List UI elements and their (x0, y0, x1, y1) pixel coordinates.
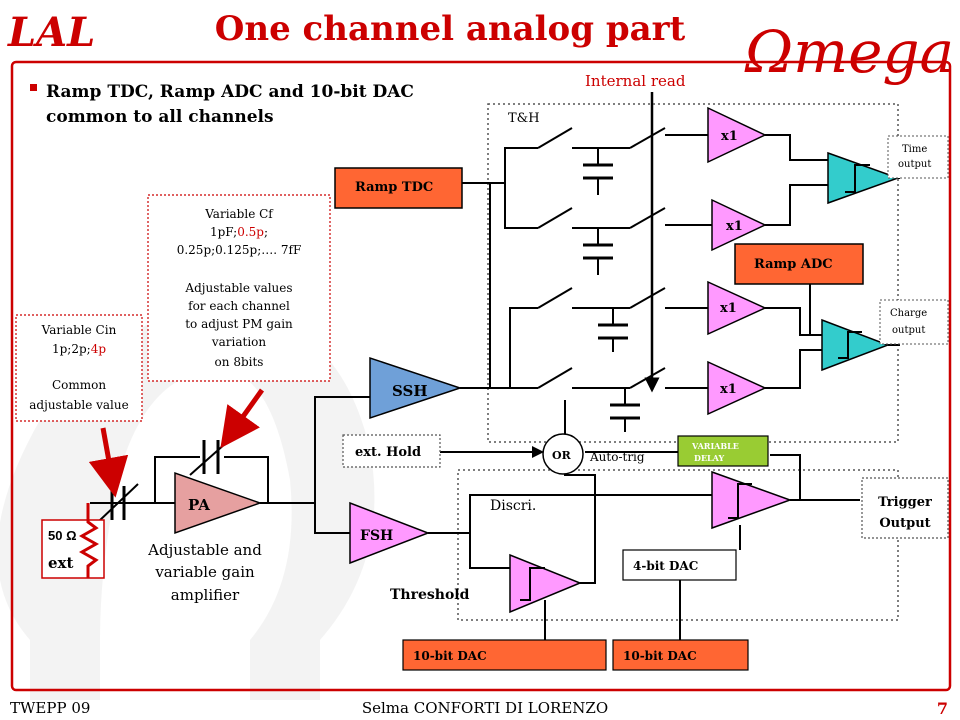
cf-line-4: Adjustable values (184, 281, 292, 295)
trigger-output-box (861, 477, 949, 539)
fsh-label: FSH (360, 528, 393, 544)
x1-label-2: x1 (726, 219, 743, 234)
time-output-label-1: Time (902, 144, 927, 155)
th-label: T&H (508, 111, 540, 126)
x1-label-3: x1 (720, 301, 737, 316)
amp-caption-1: Adjustable and (147, 541, 262, 559)
x1-label-4: x1 (720, 382, 737, 397)
lower-discriminator (509, 553, 582, 614)
x1-buffers (707, 106, 767, 416)
page-number: 7 (937, 699, 948, 718)
cf-line-8: on 8bits (215, 355, 264, 369)
ramp-tdc-block (334, 167, 463, 209)
dac-10bit-block-b (612, 639, 749, 671)
cin-line-3: Common (52, 378, 106, 392)
cin-line-1: Variable Cin (41, 323, 117, 337)
ssh-block (369, 356, 463, 420)
variable-delay-label-1: VARIABLE (691, 441, 739, 451)
lal-logo: LAL (7, 9, 95, 56)
x1-label-1: x1 (721, 129, 738, 144)
discri-label: Discri. (490, 498, 536, 514)
cin-info-box (15, 314, 143, 422)
pa-label: PA (188, 496, 210, 514)
variable-delay-label-2: DELAY (694, 453, 724, 463)
ext-hold-box (342, 434, 441, 468)
auto-trig-label: Auto-trig (589, 450, 645, 464)
ext-hold-label: ext. Hold (355, 445, 421, 460)
footer-left: TWEPP 09 (10, 699, 90, 717)
dac-10bit-label-b: 10-bit DAC (623, 649, 697, 663)
cin-line-2: 1p;2p;4p (52, 342, 106, 356)
cf-line-5: for each channel (188, 299, 290, 313)
ramp-tdc-label: Ramp TDC (355, 180, 433, 195)
dac-10bit-block-a (402, 639, 607, 671)
th-capacitors (583, 163, 640, 420)
ext-resistor-label-2: ext (48, 554, 73, 572)
svg-text:Ωmega: Ωmega (744, 18, 954, 86)
cf-arrow (220, 388, 265, 449)
ext-resistor-label-1: 50 Ω (48, 528, 77, 543)
th-region (487, 103, 899, 443)
slide-frame (10, 60, 952, 692)
time-comparator (827, 151, 901, 205)
or-label: OR (552, 449, 572, 462)
bullet-line-2: common to all channels (46, 107, 274, 127)
omega-logo: Ωmega (744, 18, 954, 86)
ramp-adc-block (734, 243, 864, 285)
cf-info-box (147, 194, 331, 382)
pa-block (174, 471, 263, 535)
discri-region (457, 469, 899, 621)
svg-text:LAL: LAL (7, 9, 95, 56)
cf-line-6: to adjust PM gain (185, 317, 293, 331)
trigger-output-label-1: Trigger (878, 495, 932, 510)
cf-line-1: Variable Cf (204, 207, 274, 221)
fsh-block (349, 501, 431, 565)
ramp-adc-label: Ramp ADC (754, 257, 833, 272)
amp-caption-3: amplifier (171, 586, 240, 604)
charge-output-label-1: Charge (890, 308, 927, 319)
dac-10bit-label-a: 10-bit DAC (413, 649, 487, 663)
cf-line-3: 0.25p;0.125p;…. 7fF (177, 243, 302, 257)
wiring (90, 127, 900, 640)
variable-delay-block (677, 435, 769, 467)
or-gate (542, 433, 584, 475)
time-output-box (887, 135, 949, 179)
cin-arrow (88, 427, 129, 498)
cf-line-7: variation (211, 335, 267, 349)
charge-comparator (821, 318, 891, 372)
internal-read-label: Internal read (585, 72, 686, 90)
cin-line-4: adjustable value (29, 398, 128, 412)
dac-4bit-label: 4-bit DAC (633, 559, 698, 573)
bullet-square (30, 84, 37, 91)
bullet-line-1: Ramp TDC, Ramp ADC and 10-bit DAC (46, 82, 414, 102)
threshold-label: Threshold (390, 587, 470, 603)
time-output-label-2: output (898, 159, 931, 170)
resistor-symbol (78, 503, 100, 578)
page-title: One channel analog part (215, 9, 686, 49)
footer-center: Selma CONFORTI DI LORENZO (362, 699, 608, 717)
dac-4bit-block (622, 549, 737, 581)
charge-output-box (879, 299, 949, 345)
charge-output-label-2: output (892, 325, 925, 336)
feedback-capacitor (189, 434, 236, 476)
ssh-label: SSH (392, 382, 428, 400)
cf-line-2: 1pF;0.5p; (210, 225, 268, 239)
amp-caption-2: variable gain (154, 563, 255, 581)
upper-discriminator (711, 470, 793, 530)
trigger-output-label-2: Output (879, 516, 930, 531)
